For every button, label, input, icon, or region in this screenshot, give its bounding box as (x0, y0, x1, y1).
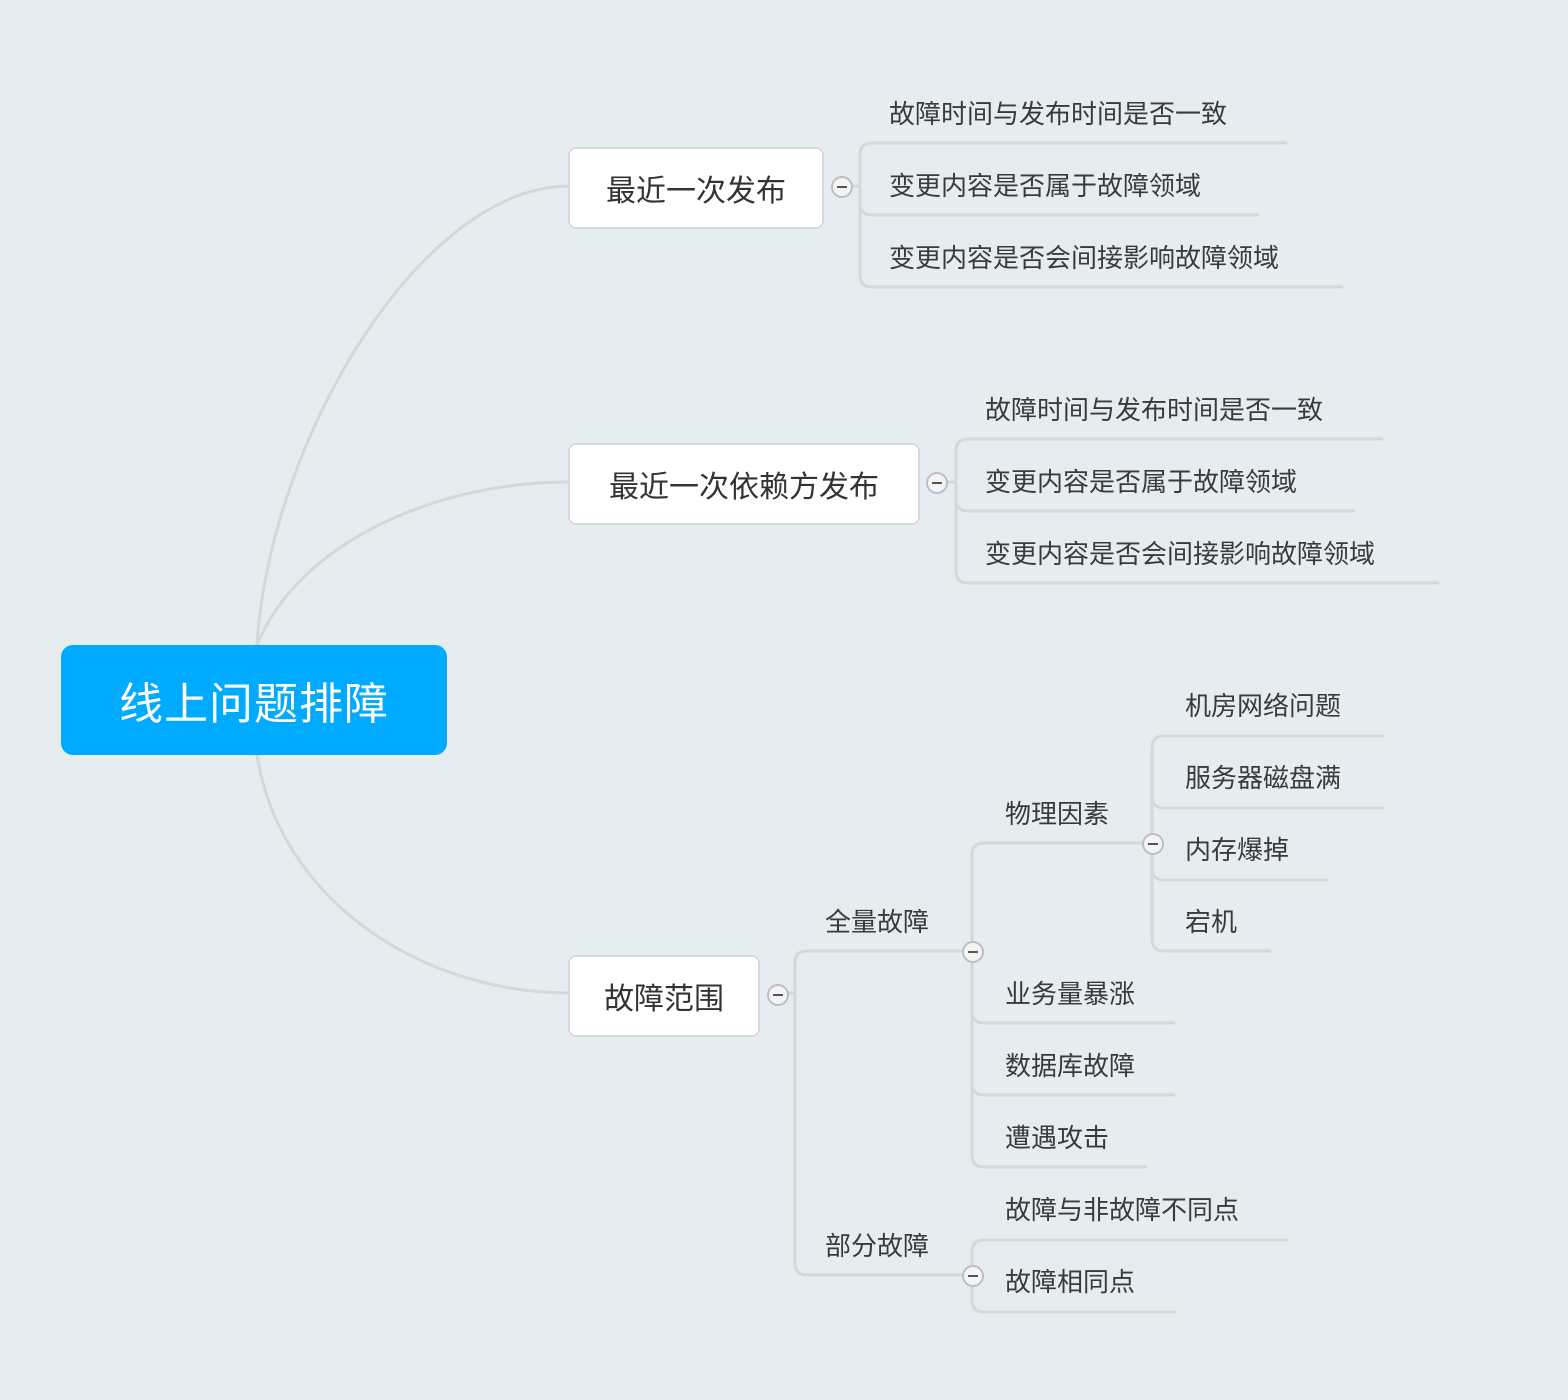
leaf-item[interactable]: 遭遇攻击 (1005, 1124, 1110, 1154)
leaf-item[interactable]: 故障时间与发布时间是否一致 (889, 100, 1228, 130)
topic-full-failure[interactable]: 全量故障 (825, 908, 930, 938)
leaf-item[interactable]: 变更内容是否会间接影响故障领域 (889, 244, 1280, 274)
connector-root-branch1 (255, 184, 570, 647)
bracket-branch2 (954, 437, 1440, 585)
collapse-toggle-icon[interactable] (962, 941, 984, 963)
collapse-toggle-icon[interactable] (962, 1265, 984, 1287)
branch-failure-scope[interactable]: 故障范围 (568, 955, 760, 1037)
leaf-item[interactable]: 故障时间与发布时间是否一致 (985, 396, 1324, 426)
branch-dependency-release[interactable]: 最近一次依赖方发布 (568, 443, 920, 525)
leaf-item[interactable]: 变更内容是否属于故障领域 (889, 172, 1202, 202)
leaf-item[interactable]: 内存爆掉 (1185, 836, 1290, 866)
bracket-physical (1150, 734, 1384, 845)
leaf-item[interactable]: 机房网络问题 (1185, 692, 1342, 722)
collapse-toggle-icon[interactable] (831, 176, 853, 198)
connector-root-branch3 (255, 753, 570, 995)
root-topic[interactable]: 线上问题排障 (61, 645, 447, 755)
bracket-partial (970, 1238, 1288, 1277)
leaf-item[interactable]: 故障相同点 (1005, 1268, 1136, 1298)
leaf-item[interactable]: 变更内容是否会间接影响故障领域 (985, 540, 1376, 570)
collapse-toggle-icon[interactable] (1142, 833, 1164, 855)
connector-root-branch2 (255, 480, 570, 647)
leaf-item[interactable]: 业务量暴涨 (1005, 980, 1136, 1010)
leaf-item[interactable]: 变更内容是否属于故障领域 (985, 468, 1298, 498)
collapse-toggle-icon[interactable] (767, 984, 789, 1006)
bracket-full-failure (970, 841, 1154, 857)
topic-physical-factors[interactable]: 物理因素 (1005, 800, 1110, 830)
leaf-item[interactable]: 服务器磁盘满 (1185, 764, 1342, 794)
leaf-item[interactable]: 宕机 (1185, 908, 1238, 938)
collapse-toggle-icon[interactable] (926, 472, 948, 494)
leaf-item[interactable]: 数据库故障 (1005, 1052, 1136, 1082)
topic-partial-failure[interactable]: 部分故障 (825, 1232, 930, 1262)
branch-latest-release[interactable]: 最近一次发布 (568, 147, 824, 229)
bracket-branch1 (858, 141, 1344, 289)
leaf-item[interactable]: 故障与非故障不同点 (1005, 1196, 1240, 1226)
bracket-branch3 (793, 949, 974, 965)
